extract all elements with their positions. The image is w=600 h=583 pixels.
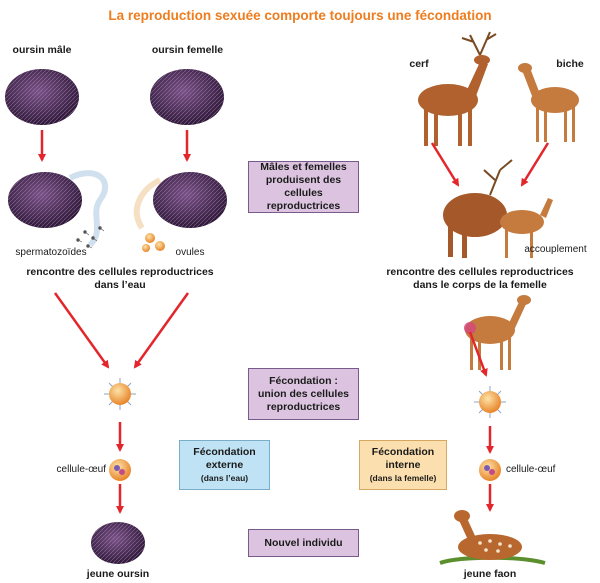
- internal-title-2: interne: [385, 458, 421, 471]
- external-note: (dans l’eau): [200, 472, 249, 483]
- label-right-meeting-1: rencontre des cellules reproductrices: [386, 266, 574, 278]
- arrow-doe: [520, 142, 550, 187]
- label-stag: cerf: [409, 58, 429, 70]
- external-title-1: Fécondation: [193, 445, 256, 458]
- label-female-urchin: oursin femelle: [151, 44, 224, 56]
- arrow-left-converge-1: [53, 292, 110, 369]
- left-fertilization-cell: [104, 378, 136, 410]
- box-internal-fertilization: Fécondation interne (dans la femelle): [359, 440, 447, 490]
- label-mating: accouplement: [524, 244, 587, 255]
- ova-cells: [142, 233, 165, 252]
- label-young-urchin: jeune oursin: [86, 568, 150, 580]
- male-urchin: [5, 69, 79, 125]
- box-fertilization-line1: Fécondation :: [269, 374, 338, 387]
- box-external-fertilization: Fécondation externe (dans l’eau): [179, 440, 270, 490]
- internal-note: (dans la femelle): [369, 472, 437, 483]
- internal-title-1: Fécondation: [371, 445, 435, 458]
- fawn: [439, 510, 546, 565]
- box-new-individual: Nouvel individu: [248, 529, 359, 557]
- label-ova: ovules: [175, 247, 205, 258]
- pregnant-doe: [464, 295, 531, 370]
- arrow-stag: [430, 142, 460, 187]
- label-fawn: jeune faon: [463, 568, 517, 580]
- box-fertilization-line3: reproductrices: [266, 400, 341, 413]
- box-produce-cells-line1: Mâles et femelles: [260, 161, 347, 173]
- label-right-egg: cellule-œuf: [506, 464, 556, 475]
- label-sperm: spermatozoïdes: [15, 247, 87, 258]
- label-left-meeting-2: dans l’eau: [94, 279, 146, 291]
- label-left-meeting-1: rencontre des cellules reproductrices: [26, 266, 214, 278]
- box-produce-cells: Mâles et femelles produisent des cellule…: [248, 161, 359, 213]
- arrow-internal: [468, 331, 488, 377]
- young-urchin: [91, 522, 145, 564]
- sperm-cells: [76, 226, 105, 249]
- box-fertilization-line2: union des cellules: [257, 387, 350, 400]
- label-doe: biche: [556, 58, 584, 70]
- female-urchin: [150, 69, 224, 125]
- male-urchin-releasing: [8, 170, 109, 248]
- stag: [418, 31, 497, 146]
- right-egg-cell: [479, 459, 501, 481]
- box-produce-cells-line3: cellules reproductrices: [266, 187, 341, 212]
- label-left-egg: cellule-œuf: [56, 464, 106, 475]
- left-egg-cell: [109, 459, 131, 481]
- box-fertilization: Fécondation : union des cellules reprodu…: [248, 368, 359, 420]
- arrow-left-converge-2: [133, 292, 190, 369]
- box-new-individual-text: Nouvel individu: [264, 536, 343, 549]
- page-title: La reproduction sexuée comporte toujours…: [108, 8, 492, 23]
- external-title-2: externe: [205, 458, 244, 471]
- mating-deer: [443, 159, 553, 258]
- label-male-urchin: oursin mâle: [12, 44, 72, 56]
- doe: [518, 63, 579, 142]
- female-urchin-releasing: [133, 172, 227, 230]
- box-produce-cells-line2: produisent des: [265, 174, 342, 186]
- label-right-meeting-2: dans le corps de la femelle: [413, 279, 547, 291]
- right-fertilization-cell: [474, 386, 506, 418]
